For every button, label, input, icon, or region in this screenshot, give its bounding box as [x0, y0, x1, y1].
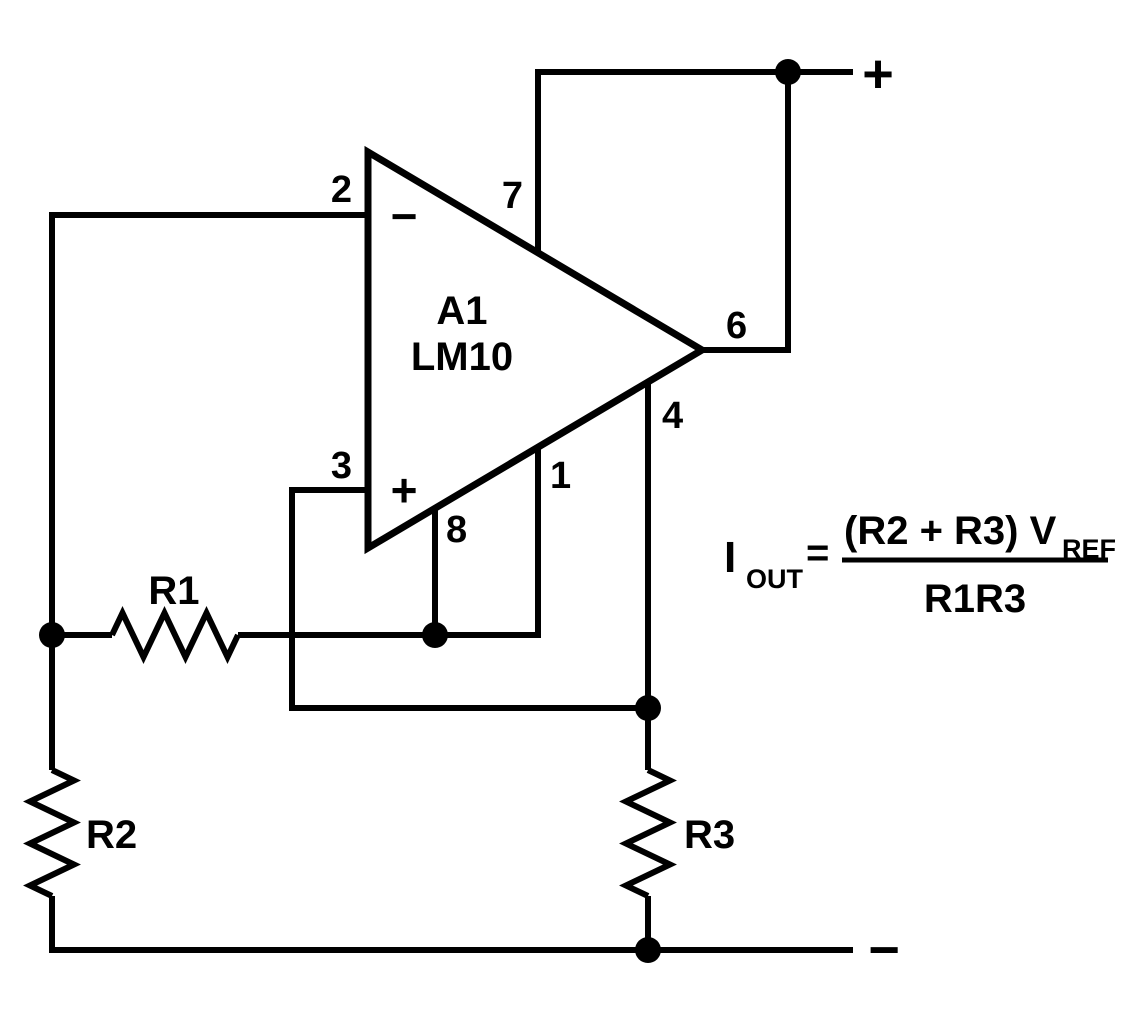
junction-dot-pin8-r1: [422, 622, 448, 648]
pin-label-6: 6: [726, 305, 747, 347]
junction-dot-left-rail-r1: [39, 622, 65, 648]
formula-denominator: R1R3: [924, 577, 1026, 621]
wire-pin2-and-left-rail: [49, 212, 368, 770]
pin-label-8: 8: [446, 509, 467, 551]
junction-dot-bottom-rail: [635, 937, 661, 963]
wire-pin3-loop: [289, 487, 648, 711]
resistor-label-r2: R2: [86, 813, 137, 857]
formula-numerator: (R2 + R3) V: [844, 509, 1057, 553]
formula-equals: =: [806, 531, 829, 575]
wire-pin7-to-positive-rail: [535, 69, 853, 253]
inverting-input-minus-icon: −: [391, 190, 418, 242]
resistor-label-r1: R1: [148, 569, 199, 613]
wire-bottom-rail: [49, 896, 853, 953]
resistor-r2-symbol: [23, 767, 81, 899]
resistor-r3-symbol: [619, 767, 677, 899]
opamp-designator: A1: [436, 289, 487, 333]
junction-dot-pin4-pin3: [635, 695, 661, 721]
pin-label-3: 3: [331, 445, 352, 487]
supply-positive-label: +: [862, 44, 894, 104]
resistor-r1-symbol: [109, 606, 241, 664]
formula-lhs: I: [724, 533, 736, 582]
resistor-label-r3: R3: [684, 813, 735, 857]
pin-label-7: 7: [502, 175, 523, 217]
noninverting-input-plus-icon: +: [391, 464, 418, 516]
pin-label-2: 2: [331, 169, 352, 211]
supply-negative-label: −: [868, 920, 900, 980]
pin-label-1: 1: [550, 455, 571, 497]
formula-lhs-subscript: OUT: [746, 564, 804, 594]
opamp-triangle: [364, 145, 709, 555]
pin-label-4: 4: [662, 395, 683, 437]
wire-pin1-to-r1: [238, 447, 541, 638]
junction-dot-top-rail: [775, 59, 801, 85]
wire-output-pin6: [702, 72, 791, 353]
opamp-part: LM10: [411, 335, 513, 379]
